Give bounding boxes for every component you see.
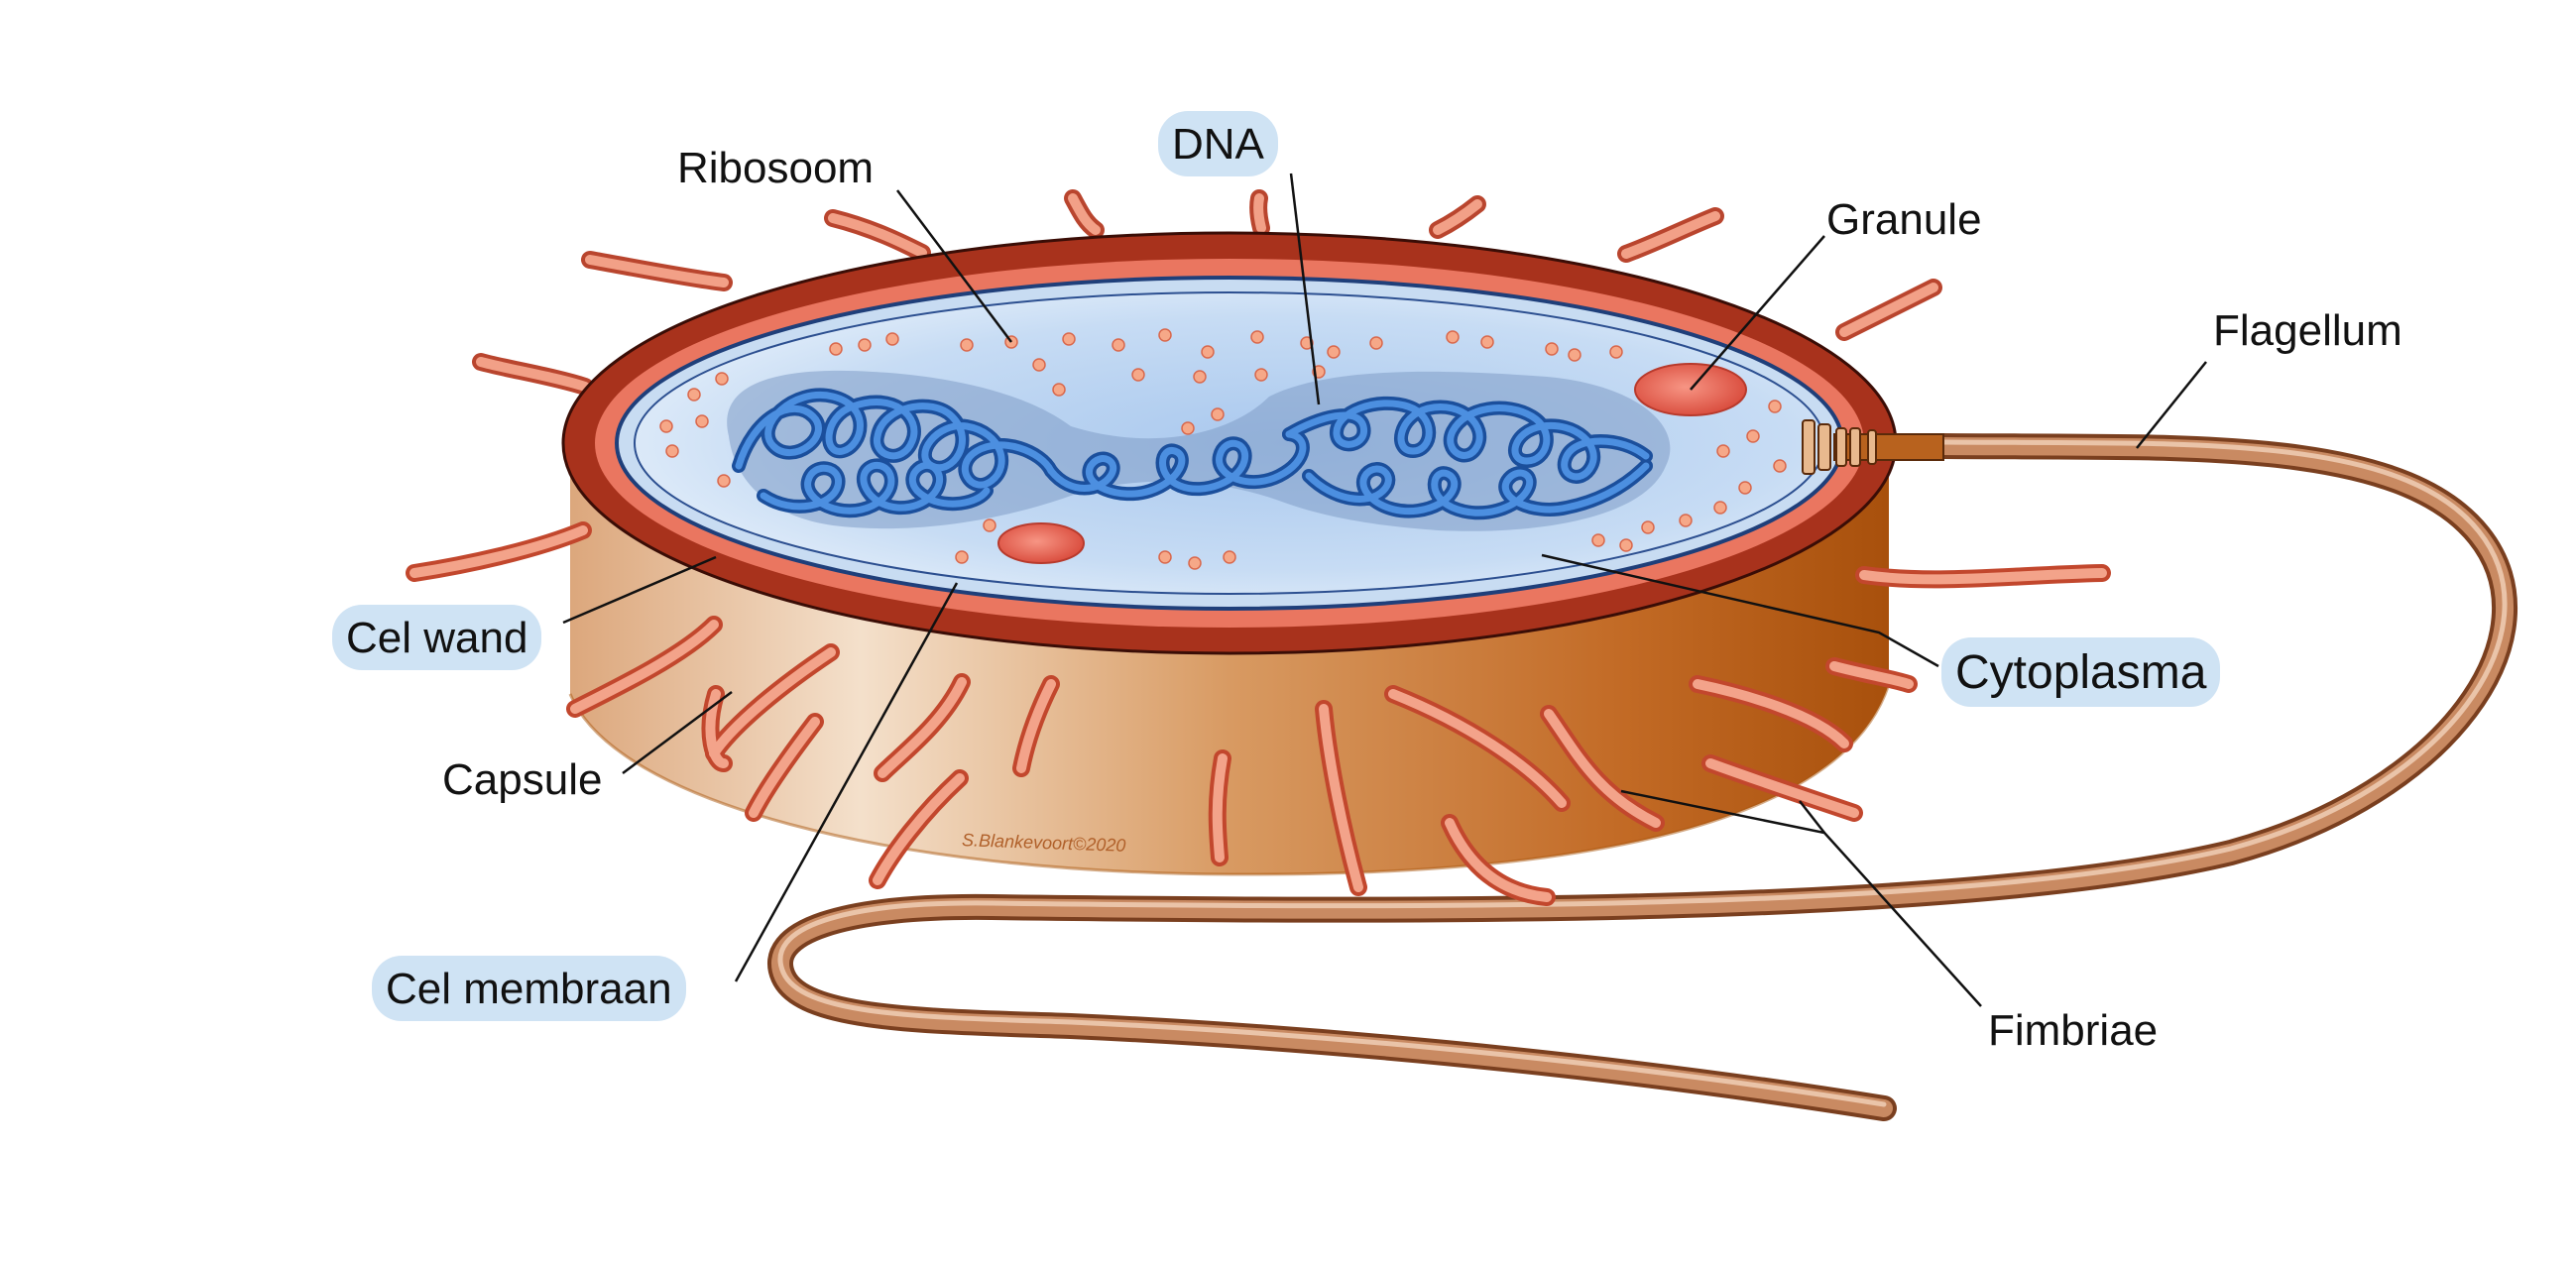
ribosomes	[659, 328, 1787, 570]
flagellum	[767, 433, 2517, 1121]
leader-fimbriae-2	[1799, 800, 1825, 834]
label-ribosoom: Ribosoom	[677, 144, 875, 192]
fimbriae-back	[472, 189, 1942, 396]
leader-lines	[562, 172, 2207, 1007]
label-flagellum: Flagellum	[2213, 306, 2402, 355]
label-cytoplasma: Cytoplasma	[1941, 637, 2221, 707]
fimbriae-front	[406, 521, 2111, 906]
leader-dna	[1289, 172, 1321, 405]
dna	[732, 388, 1653, 520]
leader-granule	[1690, 235, 1825, 391]
leader-capsule	[622, 690, 733, 775]
label-granule: Granule	[1826, 195, 1982, 244]
artist-signature: S.Blankevoort©2020	[961, 830, 1126, 856]
leader-flagellum	[2136, 361, 2207, 449]
granules	[997, 363, 1747, 564]
leader-cel-membraan	[734, 582, 959, 982]
flagellum-basal-body	[1802, 419, 1944, 475]
leader-ribosoom	[896, 189, 1012, 343]
leader-cytoplasma	[1541, 553, 1939, 668]
label-cel-wand: Cel wand	[332, 605, 542, 670]
label-cel-membraan: Cel membraan	[372, 956, 686, 1021]
leader-cel-wand	[562, 555, 717, 625]
label-capsule: Capsule	[442, 755, 603, 804]
label-fimbriae: Fimbriae	[1988, 1006, 2159, 1055]
label-dna: DNA	[1158, 111, 1278, 176]
